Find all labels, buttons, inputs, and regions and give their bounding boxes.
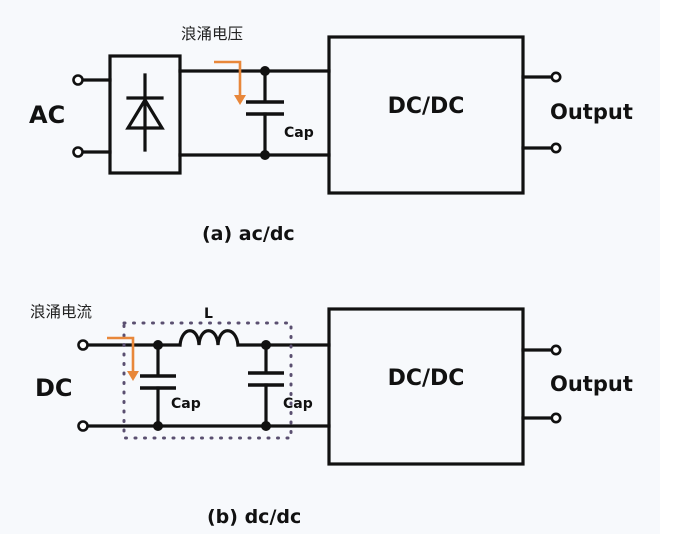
junction-node — [261, 421, 271, 431]
ac-terminal-top — [72, 74, 84, 86]
panel-ac-dc: AC Cap 浪涌电压 DC/DC — [29, 25, 633, 245]
output-terminal-top — [550, 71, 562, 83]
output-terminal-top — [550, 344, 562, 356]
cap1-label: Cap — [171, 396, 201, 412]
inductor-label: L — [204, 306, 213, 322]
output-capacitor — [248, 340, 284, 431]
ac-terminal-bottom — [72, 146, 84, 158]
dcdc-converter-label: DC/DC — [388, 94, 465, 119]
surge-voltage-label: 浪涌电压 — [181, 25, 243, 43]
output-terminal-bottom — [550, 412, 562, 424]
dc-terminal-bottom — [77, 420, 89, 432]
bulk-capacitor — [246, 66, 284, 160]
input-capacitor — [140, 340, 176, 431]
inductor-icon — [178, 329, 240, 347]
caption-a: (a) ac/dc — [202, 223, 295, 245]
output-label: Output — [550, 372, 633, 396]
dcdc-converter-block — [327, 35, 525, 195]
caption-b: (b) dc/dc — [207, 506, 301, 528]
cap-label: Cap — [284, 125, 314, 141]
surge-current-arrow-icon — [107, 336, 139, 381]
output-terminal-bottom — [550, 142, 562, 154]
dc-terminal-top — [77, 339, 89, 351]
dcdc-converter-label: DC/DC — [388, 366, 465, 391]
dcdc-converter-block — [327, 307, 525, 466]
cap2-label: Cap — [283, 396, 313, 412]
output-label: Output — [550, 100, 633, 124]
junction-node — [260, 66, 270, 76]
junction-node — [261, 340, 271, 350]
diode-icon — [125, 73, 165, 152]
rectifier-block — [108, 54, 182, 175]
junction-node — [153, 421, 163, 431]
junction-node — [260, 150, 270, 160]
ac-input-label: AC — [29, 101, 65, 129]
dc-input-label: DC — [35, 374, 73, 402]
surge-current-label: 浪涌电流 — [30, 303, 92, 321]
surge-voltage-arrow-icon — [214, 60, 246, 105]
panel-dc-dc: DC L Cap Cap — [30, 303, 633, 528]
junction-node — [153, 340, 163, 350]
